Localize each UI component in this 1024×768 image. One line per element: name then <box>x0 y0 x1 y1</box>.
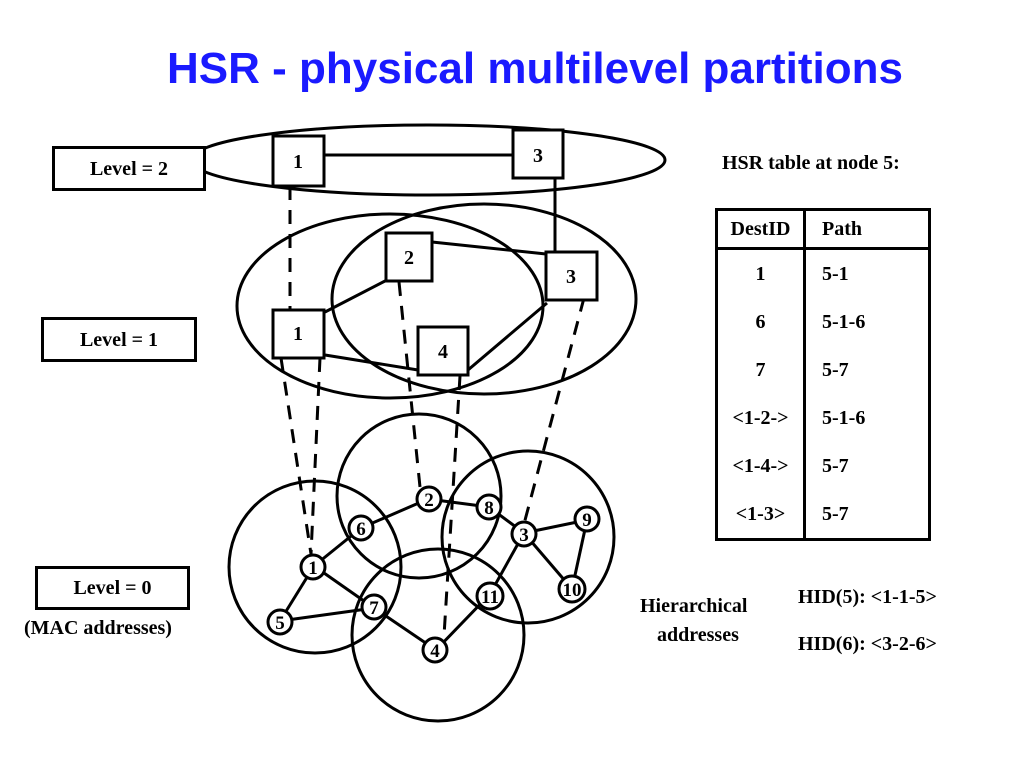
l0-node-11 <box>475 581 505 611</box>
cell-path: 5-7 <box>822 454 849 477</box>
level1-cluster-right <box>330 202 638 396</box>
hierarchical-label-1: Hierarchical <box>640 595 748 617</box>
table-row: <1-2-> 5-1-6 <box>716 394 930 442</box>
level0-cluster-3 <box>440 449 616 625</box>
level1-box: Level = 1 <box>41 317 197 362</box>
hid5-label: HID(5): <1-1-5> <box>798 586 937 608</box>
l0-node-10-label: 10 <box>563 580 582 601</box>
table-row: 7 5-7 <box>716 346 930 394</box>
hid6-label: HID(6): <3-2-6> <box>798 633 937 655</box>
dash-l1-2 <box>397 281 422 488</box>
cell-destid: <1-3> <box>716 490 806 540</box>
l1-link-1-4 <box>324 353 419 372</box>
l0-node-2 <box>415 485 443 513</box>
level0-note: (MAC addresses) <box>24 617 172 639</box>
hsr-table: DestID Path 1 5-1 6 5-1-6 7 5-7 <1-2-> 5… <box>715 208 931 541</box>
level2-cluster <box>189 123 667 197</box>
table-row: 1 5-1 <box>716 248 930 298</box>
cell-path: 5-7 <box>822 502 849 525</box>
dash-l1-4-a <box>442 375 462 637</box>
table-caption: HSR table at node 5: <box>722 152 900 174</box>
cell-path: 5-1 <box>822 262 849 285</box>
l0-node-8 <box>475 493 503 521</box>
l2-node-3-label: 3 <box>533 145 543 167</box>
dash-l1-1-right <box>309 357 322 555</box>
cell-destid: 7 <box>716 346 806 394</box>
l0-node-3-label: 3 <box>519 525 529 546</box>
l2-node-1-label: 1 <box>293 151 303 173</box>
cell-destid: <1-2-> <box>716 394 806 442</box>
level2-label: Level = 2 <box>89 158 169 180</box>
l0-node-11-label: 11 <box>481 587 499 608</box>
l0-node-5 <box>266 608 294 636</box>
l0-node-10 <box>557 574 587 604</box>
cell-path: 5-7 <box>822 358 849 381</box>
header-path: Path <box>804 209 930 250</box>
level0-cluster-2 <box>335 412 503 580</box>
page-title: HSR - physical multilevel partitions <box>167 44 903 93</box>
l1-link-2-3 <box>431 240 547 256</box>
header-destid: DestID <box>716 209 806 250</box>
l0-node-4 <box>421 636 449 664</box>
l1-link-4-3 <box>467 301 548 372</box>
l1-node-4-box <box>416 325 470 377</box>
l2-node-1-box <box>271 134 326 188</box>
l0-node-1 <box>299 553 327 581</box>
cell-destid: 1 <box>716 248 806 298</box>
l0-node-7-label: 7 <box>369 598 379 619</box>
l0-node-7 <box>360 593 388 621</box>
l0-node-4-label: 4 <box>430 641 440 662</box>
level2-box: Level = 2 <box>52 146 206 191</box>
l2-node-3-box <box>511 128 565 180</box>
l1-node-2-label: 2 <box>404 247 414 269</box>
level1-label: Level = 1 <box>79 329 159 351</box>
l1-node-3-label: 3 <box>566 266 576 288</box>
l0-node-9 <box>573 505 601 533</box>
cell-path: 5-1-6 <box>822 406 866 429</box>
l0-node-2-label: 2 <box>424 490 434 511</box>
cell-destid: 6 <box>716 298 806 346</box>
dash-l1-3 <box>522 297 586 525</box>
l0-node-1-label: 1 <box>308 558 318 579</box>
hierarchical-label-2: addresses <box>657 624 739 646</box>
l1-node-1-label: 1 <box>293 323 303 345</box>
table-row: 6 5-1-6 <box>716 298 930 346</box>
l1-link-1-2 <box>324 278 388 314</box>
l1-node-4-label: 4 <box>438 341 448 363</box>
l1-node-1-box <box>271 308 326 360</box>
l1-node-2-box <box>384 231 434 283</box>
level0-box: Level = 0 <box>35 566 190 610</box>
l0-node-8-label: 8 <box>484 498 494 519</box>
l0-node-3 <box>510 520 538 548</box>
level0-label: Level = 0 <box>73 577 152 599</box>
l0-node-9-label: 9 <box>582 510 592 531</box>
cell-destid: <1-4-> <box>716 442 806 490</box>
table-header-row: DestID Path <box>716 209 930 250</box>
cell-path: 5-1-6 <box>822 310 866 333</box>
table-row: <1-3> 5-7 <box>716 490 930 540</box>
table-row: <1-4-> 5-7 <box>716 442 930 490</box>
level0-cluster-4 <box>350 547 526 723</box>
l0-node-6 <box>347 514 375 542</box>
l1-node-3-box <box>544 250 599 302</box>
l0-node-6-label: 6 <box>356 519 366 540</box>
l0-node-5-label: 5 <box>275 613 285 634</box>
dash-l1-1-left <box>279 357 313 555</box>
l0-link-5-7 <box>279 606 375 623</box>
